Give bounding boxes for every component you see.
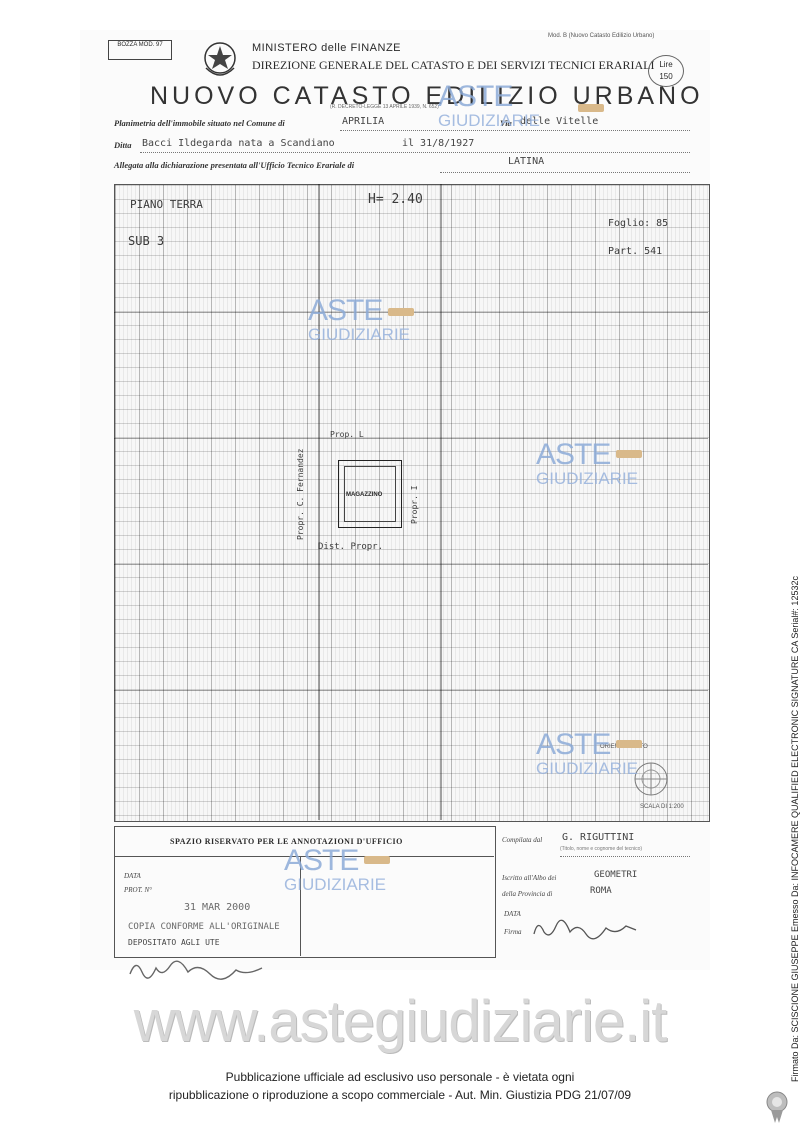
firma-label: Firma [504, 928, 522, 936]
scale-label: SCALA DI 1:200 [640, 804, 684, 810]
gavel-icon [388, 308, 414, 316]
provincia-label: della Provincia di [502, 890, 553, 898]
foglio-label: Foglio: 85 [608, 218, 669, 229]
lire-value: 150 [659, 72, 673, 81]
footer-line-1: Pubblicazione ufficiale ad esclusivo uso… [225, 1070, 575, 1084]
ditta-value: Bacci Ildegarda nata a Scandiano [142, 138, 335, 149]
via-value: delle Vitelle [520, 116, 599, 127]
compilata-label: Compilata dal [502, 836, 543, 844]
compilata-note: (Titolo, nome e cognome del tecnico) [560, 846, 643, 852]
gavel-icon [364, 856, 390, 864]
provincia-value: ROMA [590, 886, 612, 896]
date-value: il 31/8/1927 [402, 138, 475, 149]
office-annotations-title: SPAZIO RISERVATO PER LE ANNOTAZIONI D'UF… [170, 837, 403, 846]
office-annotations-header [114, 826, 494, 857]
modello-label: Mod. B (Nuovo Catasto Edilizio Urbano) [548, 33, 655, 39]
piano-label: PIANO TERRA [130, 198, 203, 211]
watermark-aste: ASTE [536, 728, 611, 761]
rule-2 [140, 152, 690, 153]
part-label: Part. 541 [608, 246, 663, 257]
depositato-note: DEPOSITATO AGLI UTE [128, 938, 220, 947]
watermark-top: ASTE GIUDIZIARIE [438, 80, 541, 130]
watermark-aste: ASTE [438, 80, 513, 113]
watermark-giudiziarie: GIUDIZIARIE [536, 469, 639, 488]
height-label: H= 2.40 [368, 192, 423, 207]
grid-major-row-3 [114, 564, 708, 565]
gavel-icon [578, 104, 604, 112]
office-prot-label: PROT. N° [124, 886, 152, 894]
document-title: NUOVO CATASTO EDILIZIO URBANO [150, 82, 704, 110]
gavel-icon [616, 450, 642, 458]
grid-major-line-1 [318, 184, 320, 820]
watermark-aste: ASTE [536, 438, 611, 471]
compass-icon [634, 762, 668, 796]
decreto-line: (R. DECRETO-LEGGE 13 APRILE 1939, N. 652… [330, 104, 439, 110]
room-label: MAGAZZINO [346, 492, 383, 498]
prop-right-label: Propr. I [410, 485, 419, 524]
gavel-icon [616, 740, 642, 748]
ministry-name: MINISTERO delle FINANZE [252, 42, 402, 54]
ufficio-value: LATINA [508, 156, 545, 167]
stamp-copy: COPIA CONFORME ALL'ORIGINALE [128, 922, 280, 932]
planimetria-label: Planimetria dell'immobile situato nel Co… [114, 118, 285, 128]
certified-seal-icon [766, 1091, 788, 1123]
watermark-lower-right: ASTE GIUDIZIARIE [536, 728, 639, 778]
comune-value: APRILIA [342, 116, 385, 127]
room-inner-outline [344, 466, 396, 522]
compilation-data-label: DATA [504, 910, 521, 918]
office-annotations-box [114, 826, 496, 958]
sub-label: SUB 3 [128, 234, 165, 248]
stamp-date: 31 MAR 2000 [184, 902, 251, 913]
ditta-label: Ditta [114, 140, 132, 150]
via-label: Via [500, 118, 512, 128]
allegata-label: Allegata alla dichiarazione presentata a… [114, 160, 355, 170]
grid-major-row-2 [114, 438, 708, 439]
watermark-giudiziarie: GIUDIZIARIE [284, 875, 387, 894]
watermark-aste: ASTE [308, 294, 383, 327]
office-divider [300, 856, 301, 956]
watermark-right-mid: ASTE GIUDIZIARIE [536, 438, 639, 488]
iscritto-value: GEOMETRI [594, 870, 638, 880]
rule-3 [440, 172, 690, 173]
grid-major-row-4 [114, 690, 708, 691]
watermark-giudiziarie: GIUDIZIARIE [438, 111, 541, 130]
lire-stamp: Lire 150 [648, 55, 684, 87]
handwritten-signature-right [533, 919, 637, 940]
plan-grid [114, 184, 710, 822]
iscritto-label: Iscritto all'Albo dei [502, 874, 557, 882]
digital-signature-note: Firmato Da: SCISCIONE GIUSEPPE Emesso Da… [790, 576, 800, 1082]
prop-top-label: Prop. L [330, 430, 364, 439]
handwritten-signature-left [129, 960, 263, 980]
stamp-box: BOZZA MOD. 97 [108, 40, 172, 60]
rule-compilata [560, 856, 690, 857]
watermark-url: www.astegiudiziarie.it [133, 989, 667, 1054]
compilata-value: G. RIGUTTINI [562, 832, 635, 843]
office-data-label: DATA [124, 872, 141, 880]
lire-label: Lire [659, 60, 673, 69]
footer-line-2: ripubblicazione o riproduzione a scopo c… [168, 1088, 632, 1102]
watermark-aste: ASTE [284, 844, 359, 877]
dist-label: Dist. Propr. [318, 542, 384, 552]
room-outline [338, 460, 402, 528]
grid-major-line-2 [440, 184, 442, 820]
prop-left-label: Propr. C. Fernandez [296, 448, 305, 540]
rule-1 [340, 130, 690, 131]
watermark-bottom: ASTE GIUDIZIARIE [284, 844, 387, 894]
direzione-name: DIREZIONE GENERALE DEL CATASTO E DEI SER… [252, 58, 655, 72]
watermark-giudiziarie: GIUDIZIARIE [536, 759, 639, 778]
watermark-giudiziarie: GIUDIZIARIE [308, 325, 411, 344]
repubblica-emblem-icon [204, 42, 236, 76]
watermark-upper-mid: ASTE GIUDIZIARIE [308, 294, 411, 344]
